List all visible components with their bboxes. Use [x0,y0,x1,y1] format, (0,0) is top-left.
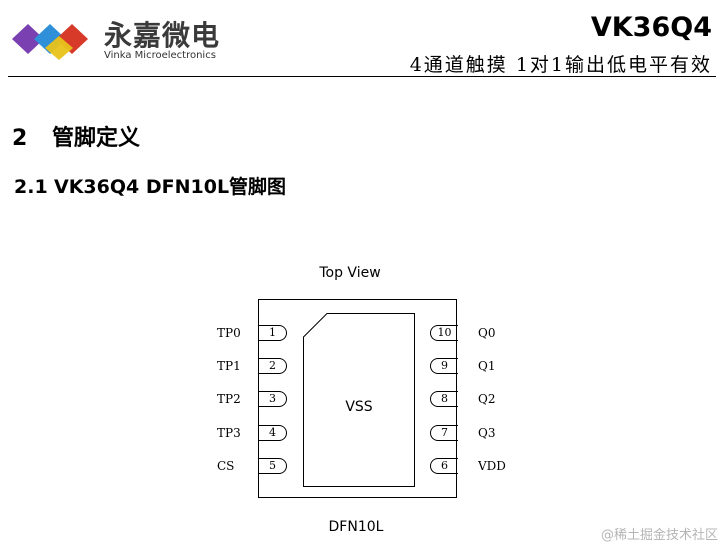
pin-name: VDD [478,459,506,473]
part-number: VK36Q4 [590,12,712,43]
pin-number: 2 [259,358,287,374]
pin-number: 4 [259,425,287,441]
pin-name: Q2 [478,392,496,406]
header-divider [8,76,716,77]
pin-number: 8 [430,391,458,407]
pin-name: TP1 [217,359,241,373]
pin-name: Q3 [478,426,496,440]
pin-name: Q1 [478,359,496,373]
section-title: 管脚定义 [52,126,141,151]
pin-number: 5 [259,458,287,474]
pin-number: 6 [430,458,458,474]
pin-number: 7 [430,425,458,441]
section-heading: 2 管脚定义 [12,120,140,152]
section-number: 2 [12,126,28,151]
pin-number: 3 [259,391,287,407]
pin-name: CS [217,459,235,473]
logo-english-name: Vinka Microelectronics [104,50,216,61]
company-logo-icon [12,24,88,60]
top-view-label: Top View [319,265,381,281]
pin-number: 9 [430,358,458,374]
subsection-title: VK36Q4 DFN10L管脚图 [54,176,287,198]
exposed-pad-label: VSS [345,399,373,415]
pin-number: 10 [430,325,458,341]
subsection-number: 2.1 [14,176,48,198]
pin-name: TP0 [217,326,241,340]
document-subtitle: 4通道触摸 1对1输出低电平有效 [409,54,712,76]
watermark-text: @稀土掘金技术社区 [600,528,718,543]
exposed-pad [303,313,415,487]
logo-chinese-name: 永嘉微电 [104,19,221,52]
subsection-heading: 2.1 VK36Q4 DFN10L管脚图 [14,172,286,199]
pin-number: 1 [259,325,287,341]
pin-name: Q0 [478,326,496,340]
pin-name: TP3 [217,426,241,440]
pin-name: TP2 [217,392,241,406]
package-name-label: DFN10L [328,519,384,535]
